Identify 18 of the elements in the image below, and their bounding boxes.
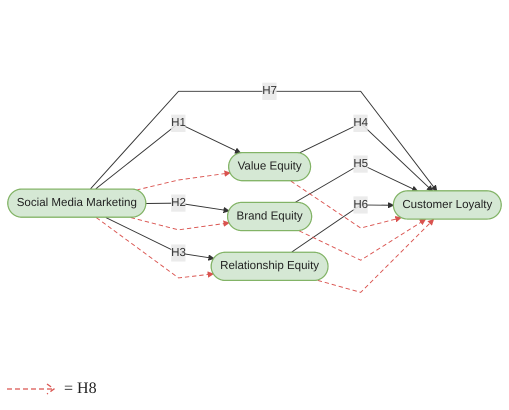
arrow [130,217,230,230]
arrow [146,202,230,214]
arrow [96,217,214,278]
arrow [298,219,426,261]
arrow [136,170,231,191]
arrow [105,217,214,261]
legend-text: = H8 [64,380,97,398]
arrow [290,202,394,254]
edge-label: H1 [171,116,186,130]
edge-label: H2 [171,196,186,209]
edge-label: H7 [262,84,277,98]
arrow [290,180,402,229]
edge-label: H5 [353,158,368,170]
edge-label: H4 [353,116,368,130]
edge-label: H6 [353,198,368,211]
edge-label: H3 [171,246,186,259]
arrow [90,90,438,192]
arrow [317,219,434,293]
